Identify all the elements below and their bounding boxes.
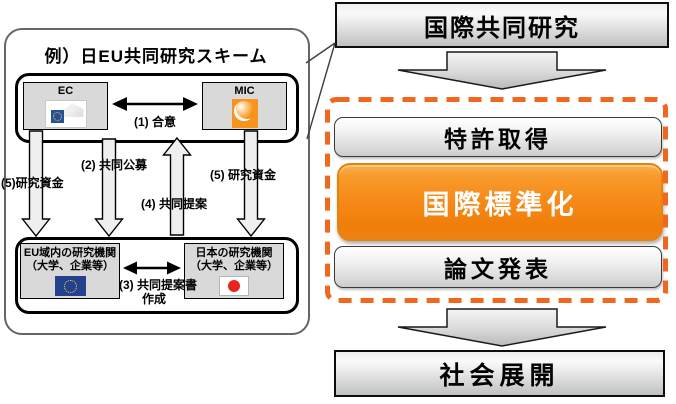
- eu-org-box: EU域内の研究機関 （大学、企業等）: [20, 243, 120, 299]
- ec-box: EC: [23, 82, 108, 130]
- eu-org-subtitle: （大学、企業等）: [26, 260, 114, 272]
- proposal-doc-label-2: 作成: [141, 292, 166, 306]
- jp-org-name: 日本の研究機関: [195, 247, 273, 259]
- social-deployment-label: 社会展開: [439, 361, 560, 390]
- funding-right-label: (5) 研究資金: [210, 168, 277, 182]
- callout-line-upper: [305, 42, 336, 64]
- jp-org-subtitle: （大学、企業等）: [190, 260, 278, 272]
- panel-title: 例）日EU共同研究スキーム: [44, 47, 268, 66]
- paper-label: 論文発表: [444, 256, 552, 282]
- ec-logo-sketch: [61, 103, 84, 117]
- mic-logo-icon: [231, 99, 258, 128]
- ec-logo-icon: [44, 100, 87, 128]
- standardization-label: 国際標準化: [422, 189, 578, 220]
- funding-left-label: (5)研究資金: [1, 176, 64, 190]
- callout-line-lower: [306, 42, 336, 140]
- flow-arrow-bottom: [397, 308, 607, 347]
- eu-flag-stars: [63, 280, 77, 293]
- japan-flag-sun: [228, 280, 240, 292]
- mic-label: MIC: [234, 85, 255, 97]
- ec-label: EC: [57, 85, 74, 97]
- ec-logo-flag: [50, 110, 64, 123]
- joint-proposal-label: (4) 共同提案: [141, 197, 208, 211]
- mic-logo-ball: [233, 101, 254, 121]
- patent-box: 特許取得: [334, 117, 662, 157]
- patent-label: 特許取得: [444, 126, 552, 152]
- mic-box: MIC: [202, 82, 287, 130]
- international-research-box: 国際共同研究: [335, 2, 669, 48]
- eu-org-name: EU域内の研究機関: [23, 247, 117, 259]
- eu-flag-icon: [54, 276, 86, 296]
- jp-org-box: 日本の研究機関 （大学、企業等）: [184, 243, 284, 299]
- social-deployment-box: 社会展開: [334, 350, 665, 397]
- ec-logo-stars: [52, 112, 62, 121]
- flow-arrow-top: [397, 51, 607, 90]
- agreement-label: (1) 合意: [133, 115, 176, 129]
- joint-call-label: (2) 共同公募: [81, 158, 148, 172]
- proposal-doc-label: (3) 共同提案書: [119, 278, 198, 292]
- standardization-box: 国際標準化: [337, 163, 663, 241]
- international-research-label: 国際共同研究: [424, 14, 580, 42]
- paper-box: 論文発表: [334, 246, 662, 288]
- japan-flag-icon: [219, 276, 249, 296]
